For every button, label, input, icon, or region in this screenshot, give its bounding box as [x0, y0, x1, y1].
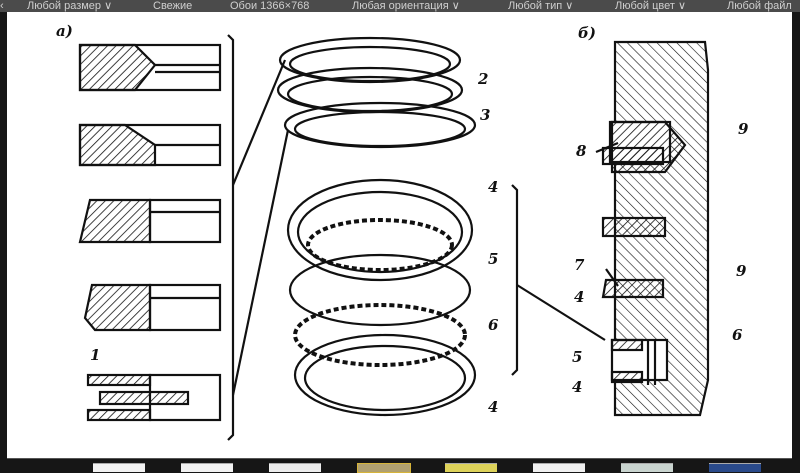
- label-3: 3: [480, 106, 490, 124]
- label-9b: 9: [736, 262, 747, 280]
- filter-wallpaper[interactable]: Обои 1366×768: [230, 0, 310, 12]
- ring-profile-4: [83, 283, 222, 332]
- thumbnail-selected[interactable]: [357, 463, 411, 473]
- filter-type[interactable]: Любой тип ∨: [508, 0, 574, 12]
- label-2: 2: [477, 70, 488, 88]
- label-4: 4: [488, 178, 498, 196]
- compression-rings: [276, 36, 477, 149]
- label-4b: 4: [488, 398, 498, 416]
- thumbnail[interactable]: [93, 463, 145, 472]
- label-4c: 4: [574, 288, 584, 306]
- search-filter-bar: ‹ Любой размер ∨ Свежие Обои 1366×768 Лю…: [0, 0, 800, 12]
- label-6: 6: [488, 316, 499, 334]
- label-4d: 4: [572, 378, 582, 396]
- thumbnail[interactable]: [181, 463, 233, 472]
- label-5: 5: [488, 250, 498, 268]
- ring-profile-3: [78, 198, 222, 244]
- figure-labels: а) б) 1 2 3 4 5 6 4 8 9 9 7 4 5 6 4: [56, 22, 749, 416]
- piston-section: [601, 40, 710, 417]
- part-b-label: б): [578, 24, 596, 42]
- ring-profile-1: [78, 43, 222, 92]
- thumbnail[interactable]: [269, 463, 321, 472]
- label-8: 8: [576, 142, 587, 160]
- thumbnail[interactable]: [709, 463, 761, 472]
- bracket: [227, 34, 235, 441]
- filter-file[interactable]: Любой файл: [727, 0, 792, 12]
- thumbnail[interactable]: [445, 463, 497, 472]
- filter-orientation[interactable]: Любая ориентация ∨: [352, 0, 460, 12]
- thumbnail[interactable]: [621, 463, 673, 472]
- label-1: 1: [90, 346, 100, 364]
- filter-size[interactable]: Любой размер ∨: [27, 0, 113, 12]
- filter-fresh[interactable]: Свежие: [153, 0, 193, 12]
- label-7: 7: [574, 256, 585, 274]
- oil-ring-assembly: [286, 178, 477, 417]
- label-9: 9: [738, 120, 749, 138]
- label-6b: 6: [732, 326, 743, 344]
- ring-profile-2: [78, 123, 222, 167]
- thumbnail-strip: [0, 461, 800, 473]
- ring-profile-5: [86, 373, 222, 422]
- part-a-label: а): [56, 22, 73, 40]
- thumbnail[interactable]: [533, 463, 585, 472]
- back-arrow-icon[interactable]: ‹: [0, 0, 4, 12]
- image-viewer[interactable]: а) б) 1 2 3 4 5 6 4 8 9 9 7 4 5 6 4: [7, 12, 792, 459]
- filter-color[interactable]: Любой цвет ∨: [615, 0, 687, 12]
- label-5b: 5: [572, 348, 582, 366]
